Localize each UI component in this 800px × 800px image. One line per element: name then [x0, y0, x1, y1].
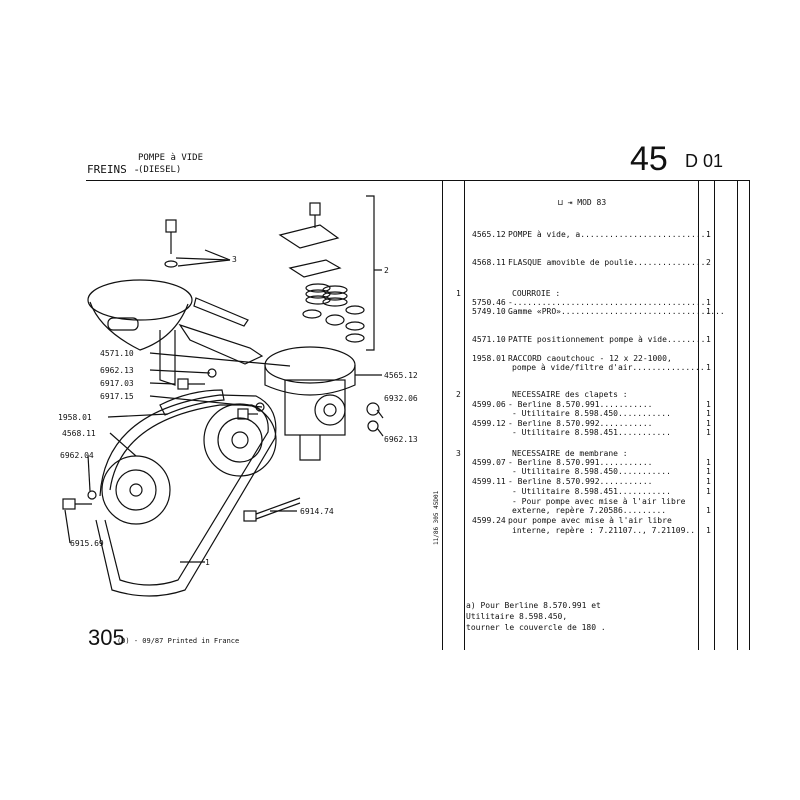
part-quantity: 1 [706, 419, 711, 428]
part-description: Gamme «PRO».............................… [508, 307, 725, 316]
table-qty-rule [698, 180, 699, 650]
section-title: FREINS - [87, 163, 140, 176]
part-description: POMPE à vide, a.........................… [508, 230, 711, 239]
table-right-rule [737, 180, 738, 650]
part-quantity: 1 [706, 335, 711, 344]
callout-label: 6917.15 [100, 392, 134, 401]
note-line-3: tourner le couvercle de 180 . [466, 623, 606, 632]
part-description: NECESSAIRE des clapets : [512, 390, 628, 399]
part-quantity: 1 [706, 428, 711, 437]
part-description: PATTE positionnement pompe à vide.......… [508, 335, 706, 344]
part-quantity: 1 [706, 487, 711, 496]
row-group: 3 [456, 449, 461, 458]
table-right-rule-2 [749, 180, 750, 650]
part-description: - Berline 8.570.991........... [508, 458, 653, 467]
part-code: 4599.12 [472, 419, 506, 428]
callout-label: 4571.10 [100, 349, 134, 358]
callout-label: 6962.04 [60, 451, 94, 460]
callout-label: 1958.01 [58, 413, 92, 422]
callout-label: 3 [232, 255, 237, 264]
callout-label: 1 [205, 558, 210, 567]
part-quantity: 1 [706, 506, 711, 515]
part-code: 5749.10 [472, 307, 506, 316]
part-description: interne, repère : 7.21107.., 7.21109.. [512, 526, 696, 535]
side-reference-code: 11/86 305 45D01 [433, 490, 440, 545]
header-rule [86, 180, 750, 181]
note-line-1: a) Pour Berline 8.570.991 et [466, 601, 601, 610]
part-quantity: 1 [706, 307, 711, 316]
callout-label: 6962.13 [384, 435, 418, 444]
page-group-number: 45 [630, 140, 668, 178]
callout-label: 6962.13 [100, 366, 134, 375]
model-reference: ⊔ ⇥ MOD 83 [558, 198, 607, 207]
part-description: - Berline 8.570.991........... [508, 400, 653, 409]
part-description: - Berline 8.570.992........... [508, 477, 653, 486]
part-code: 4565.12 [472, 230, 506, 239]
callout-label: 6915.69 [70, 539, 104, 548]
page-number: 305 [88, 625, 125, 650]
note-line-2: Utilitaire 8.598.450, [466, 612, 568, 621]
part-code: 5750.46 [472, 298, 506, 307]
part-description: RACCORD caoutchouc - 12 x 22-1000, [508, 354, 672, 363]
part-description: pour pompe avec mise à l'air libre [508, 516, 672, 525]
row-group: 2 [456, 390, 461, 399]
part-quantity: 1 [706, 230, 711, 239]
part-description: - Utilitaire 8.598.451........... [512, 428, 671, 437]
section-subtitle-1: POMPE à VIDE [138, 153, 204, 163]
part-description: pompe à vide/filtre d'air............... [512, 363, 705, 372]
part-quantity: 1 [706, 526, 711, 535]
callout-label: 6932.06 [384, 394, 418, 403]
part-description: NECESSAIRE de membrane : [512, 449, 628, 458]
section-subtitle-2: (DIESEL) [138, 165, 182, 175]
table-left-rule [464, 180, 465, 650]
part-description: externe, repère 7.20586......... [512, 506, 667, 515]
part-description: - Utilitaire 8.598.450........... [512, 467, 671, 476]
part-code: 4599.11 [472, 477, 506, 486]
part-code: 4599.24 [472, 516, 506, 525]
part-description: COURROIE : [512, 289, 561, 298]
part-quantity: 1 [706, 458, 711, 467]
part-code: 1958.01 [472, 354, 506, 363]
part-quantity: 1 [706, 400, 711, 409]
part-quantity: 2 [706, 258, 711, 267]
part-code: 4599.07 [472, 458, 506, 467]
callout-label: 4568.11 [62, 429, 96, 438]
callout-label: 6917.03 [100, 379, 134, 388]
callout-label: 6914.74 [300, 507, 334, 516]
part-code: 4568.11 [472, 258, 506, 267]
part-code: 4571.10 [472, 335, 506, 344]
part-description: - Utilitaire 8.598.450........... [512, 409, 671, 418]
callout-label: 2 [384, 266, 389, 275]
part-quantity: 1 [706, 298, 711, 307]
part-quantity: 1 [706, 363, 711, 372]
exploded-diagram: 3 2 4571.10 6962.13 6917.03 6917.15 1958.01 456… [58, 195, 418, 597]
part-description: - Utilitaire 8.598.451........... [512, 487, 671, 496]
part-quantity: 1 [706, 467, 711, 476]
part-description: - Pour pompe avec mise à l'air libre [512, 497, 686, 506]
callout-label: 4565.12 [384, 371, 418, 380]
page-code: D 01 [685, 151, 724, 171]
part-description: FLASQUE amovible de poulie..............… [508, 258, 706, 267]
row-group: 1 [456, 289, 461, 298]
part-quantity: 1 [706, 477, 711, 486]
part-description: -.......................................… [508, 298, 706, 307]
print-imprint: (D) - 09/87 Printed in France [117, 637, 240, 645]
model-symbol-icon: ⊔ ⇥ [558, 198, 578, 207]
part-description: - Berline 8.570.992........... [508, 419, 653, 428]
table-qty-rule-2 [714, 180, 715, 650]
column-divider [442, 180, 443, 650]
part-code: 4599.06 [472, 400, 506, 409]
part-quantity: 1 [706, 409, 711, 418]
